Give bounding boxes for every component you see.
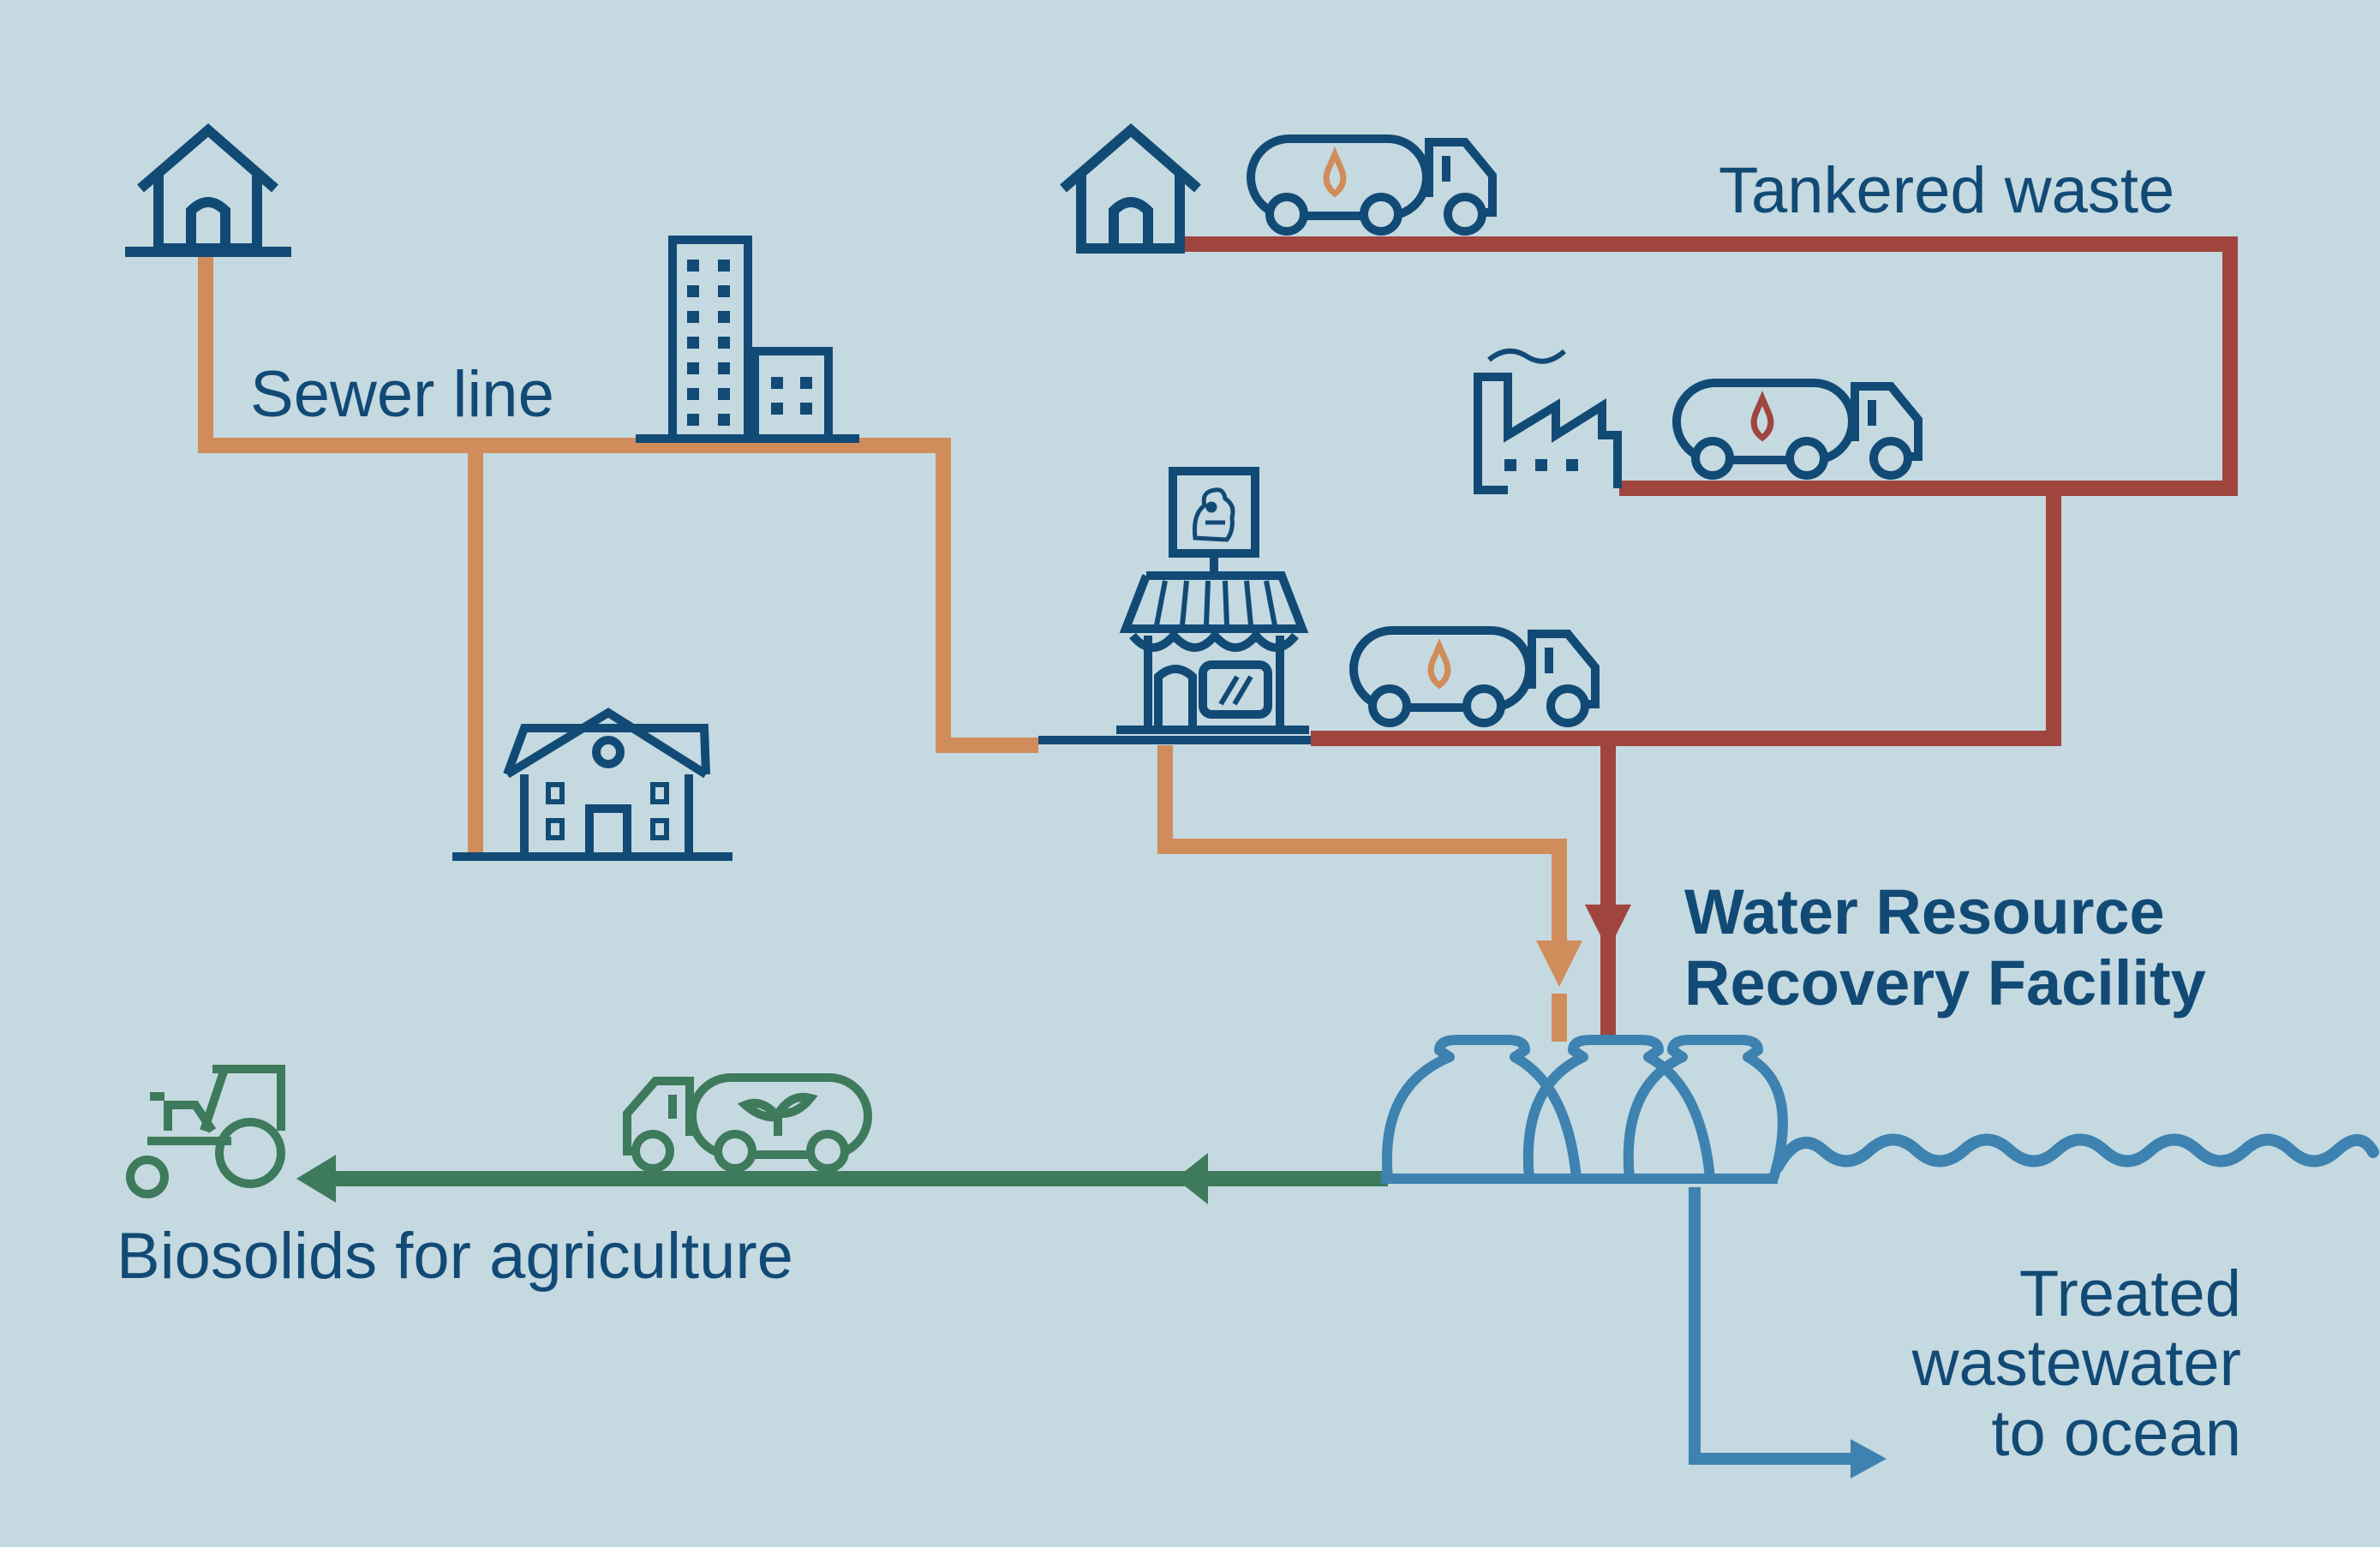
chicken-sign-icon (1193, 487, 1235, 542)
sewer-flow-arrow (1536, 941, 1582, 987)
ocean-waves-icon (1772, 1133, 2379, 1173)
tankered-waste-pipes (1178, 236, 2238, 1042)
facility-label-line1: Water Resource (1684, 876, 2165, 947)
factory-icon (1474, 349, 1622, 494)
ocean-label-line2: wastewater (1911, 1327, 2241, 1401)
tanker-truck-icon (1247, 134, 1497, 236)
biosolids-arrow-mid (1175, 1153, 1208, 1204)
tractor-icon (126, 1065, 285, 1198)
facility-label-line2: Recovery Facility (1684, 947, 2206, 1018)
apartment-windows (687, 260, 812, 426)
biosolids-truck-icon (623, 1073, 872, 1173)
family-house-icon (452, 708, 733, 861)
facility-label: Water Resource Recovery Facility (1684, 876, 2206, 1019)
biosolids-arrow-end (296, 1155, 336, 1203)
apartment-building-icon (636, 236, 859, 443)
ocean-outflow-arrow (1851, 1439, 1887, 1478)
house-icon (1060, 123, 1201, 254)
ocean-outflow-line (1689, 1187, 1857, 1465)
digester-tanks-icon (1381, 1035, 1788, 1184)
tanker-truck-icon (1349, 626, 1600, 727)
sewer-line-label: Sewer line (250, 358, 554, 431)
house-icon (125, 123, 291, 257)
treated-wastewater-label: Treated wastewater to ocean (1912, 1259, 2241, 1468)
shop-awning-stripes (1154, 580, 1277, 706)
ocean-label-line1: Treated (2018, 1257, 2241, 1330)
tanker-truck-icon (1672, 379, 1923, 480)
family-house-windows (546, 782, 669, 840)
factory-windows (1504, 459, 1578, 471)
biosolids-label: Biosolids for agriculture (117, 1220, 793, 1293)
shop-icon (1038, 467, 1311, 744)
tankered-waste-label: Tankered waste (1719, 154, 2175, 227)
tanker-flow-arrow (1585, 905, 1631, 951)
ocean-label-line3: to ocean (1991, 1396, 2241, 1470)
sewer-line-pipes (198, 253, 1567, 1042)
